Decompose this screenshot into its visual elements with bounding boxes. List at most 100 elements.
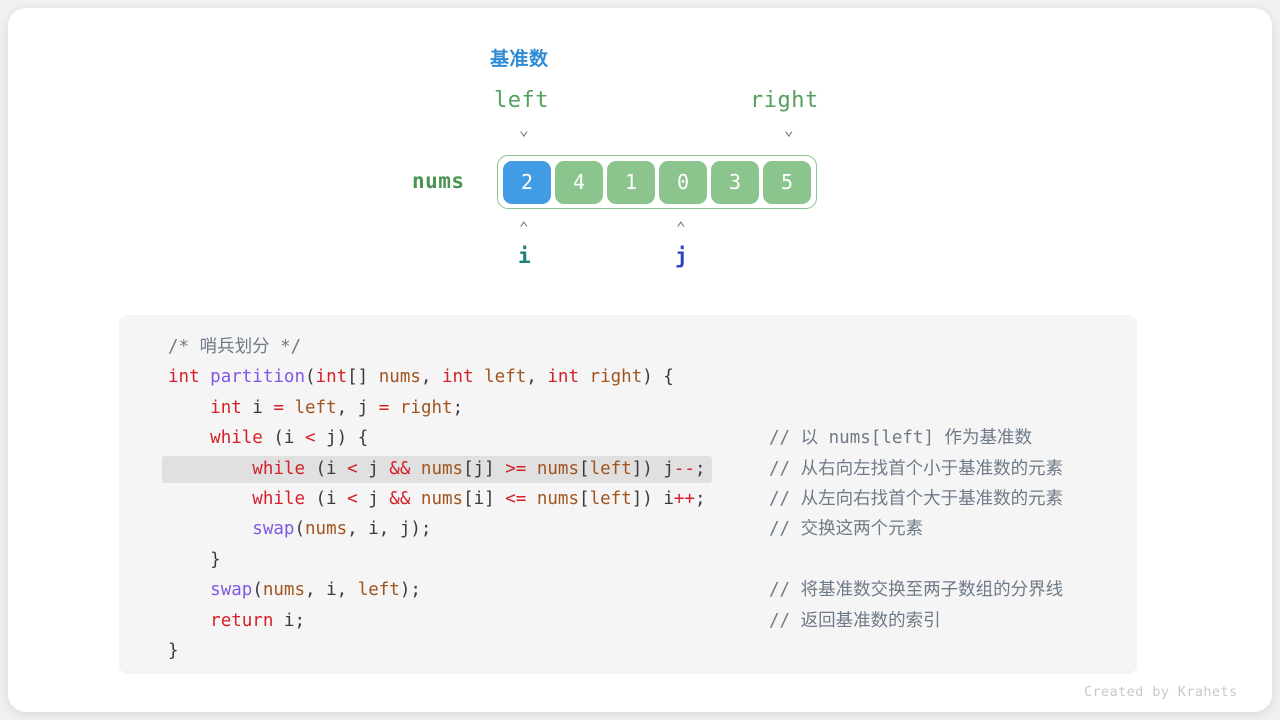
code-token: ; — [452, 397, 464, 418]
code-token: ); — [399, 580, 421, 601]
code-token: ]) i — [631, 488, 674, 509]
code-token: = — [378, 397, 390, 418]
code-token: left — [589, 488, 632, 509]
code-token — [526, 459, 537, 479]
code-token — [168, 459, 252, 479]
code-token — [410, 489, 421, 509]
code-line: /* 哨兵划分 */ — [119, 332, 1137, 362]
code-line: while (i < j && nums[j] >= nums[left]) j… — [119, 454, 1137, 484]
code-line: while (i < j && nums[i] <= nums[left]) i… — [119, 484, 1137, 514]
code-token: <= — [505, 488, 527, 509]
code-comment: // 将基准数交换至两子数组的分界线 — [769, 580, 1064, 601]
code-token: j) { — [315, 428, 369, 449]
code-token: ( — [294, 519, 305, 540]
code-lines-container: /* 哨兵划分 */int partition(int[] nums, int … — [119, 315, 1137, 666]
code-token: int — [315, 367, 348, 388]
left-pointer-caret-icon: ⌄ — [519, 120, 529, 139]
code-token — [168, 519, 252, 539]
code-token: nums — [305, 519, 348, 540]
code-token: , j — [336, 397, 379, 418]
credit-footer: Created by Krahets — [1084, 684, 1238, 700]
code-token: return — [210, 610, 274, 631]
i-pointer-label: i — [518, 244, 531, 268]
code-token: >= — [505, 458, 527, 479]
code-line-text: /* 哨兵划分 */ — [168, 337, 301, 357]
code-token — [579, 367, 590, 387]
code-token: i; — [273, 610, 305, 631]
code-token: nums — [420, 458, 464, 479]
code-token — [474, 367, 485, 387]
code-token: -- — [673, 458, 695, 479]
code-line: } — [119, 545, 1137, 575]
code-token — [168, 611, 210, 631]
code-token: left — [484, 367, 527, 388]
code-token — [168, 428, 210, 448]
code-token: } — [168, 640, 179, 661]
code-token: ; — [694, 488, 706, 509]
code-token: int — [210, 397, 242, 418]
code-token: ( — [304, 367, 316, 388]
code-token: right — [589, 367, 643, 388]
code-line-text: int i = left, j = right; — [168, 398, 463, 418]
code-line-text: } — [168, 550, 221, 570]
pivot-title-label: 基准数 — [490, 48, 549, 70]
code-line-text: while (i < j && nums[i] <= nums[left]) i… — [168, 488, 706, 509]
i-pointer-caret-icon: ⌃ — [519, 218, 529, 237]
code-comment: // 以 nums[left] 作为基准数 — [769, 428, 1033, 449]
code-token: i — [241, 397, 274, 418]
code-token: right — [399, 397, 453, 418]
code-token — [168, 398, 210, 418]
code-token: < — [305, 428, 316, 449]
code-token: (i — [304, 458, 348, 479]
code-token: swap — [210, 580, 253, 601]
code-token: nums — [536, 488, 580, 509]
j-pointer-caret-icon: ⌃ — [676, 218, 686, 237]
code-token — [284, 398, 295, 418]
code-line-text: } — [168, 641, 179, 661]
code-token: [] — [347, 367, 379, 388]
right-pointer-caret-icon: ⌄ — [784, 120, 794, 139]
code-line: int i = left, j = right; — [119, 393, 1137, 423]
code-token: int — [441, 367, 474, 388]
code-token: (i — [262, 428, 305, 449]
code-token: int — [547, 367, 579, 388]
code-token: [ — [579, 488, 590, 509]
code-token: ) { — [642, 367, 674, 388]
array-cell: 3 — [711, 160, 759, 204]
code-line: swap(nums, i, j);// 交换这两个元素 — [119, 514, 1137, 544]
code-token: && — [389, 458, 411, 479]
code-token: && — [389, 488, 411, 509]
code-line: return i;// 返回基准数的索引 — [119, 606, 1137, 636]
code-token: /* 哨兵划分 */ — [168, 337, 302, 357]
code-token: swap — [252, 519, 295, 540]
code-token: while — [210, 428, 263, 449]
code-token — [526, 489, 537, 509]
code-token: partition — [210, 367, 305, 388]
code-token: , i, j); — [347, 519, 432, 540]
code-token: while — [252, 488, 305, 509]
code-token: , i, — [305, 580, 358, 601]
code-line-text: swap(nums, i, left); — [168, 580, 421, 600]
right-bound-label: right — [750, 88, 819, 113]
code-token: } — [168, 549, 221, 570]
code-line-text: while (i < j && nums[j] >= nums[left]) j… — [162, 455, 712, 483]
code-comment: // 从右向左找首个小于基准数的元素 — [769, 458, 1064, 479]
code-token: nums — [420, 488, 464, 509]
code-line: swap(nums, i, left); // 将基准数交换至两子数组的分界线 — [119, 575, 1137, 605]
array-cell: 1 — [607, 160, 655, 204]
code-line: while (i < j) { // 以 nums[left] 作为基准数 — [119, 423, 1137, 453]
code-token — [168, 580, 210, 600]
code-token: nums — [262, 580, 306, 601]
code-token: , — [526, 367, 548, 388]
code-token: left — [357, 580, 400, 601]
code-token: ( — [252, 580, 263, 601]
code-line-text: int partition(int[] nums, int left, int … — [168, 367, 674, 387]
code-token: , — [420, 367, 442, 388]
array-cell: 4 — [555, 160, 603, 204]
code-token: while — [252, 458, 305, 479]
code-token — [168, 489, 252, 509]
